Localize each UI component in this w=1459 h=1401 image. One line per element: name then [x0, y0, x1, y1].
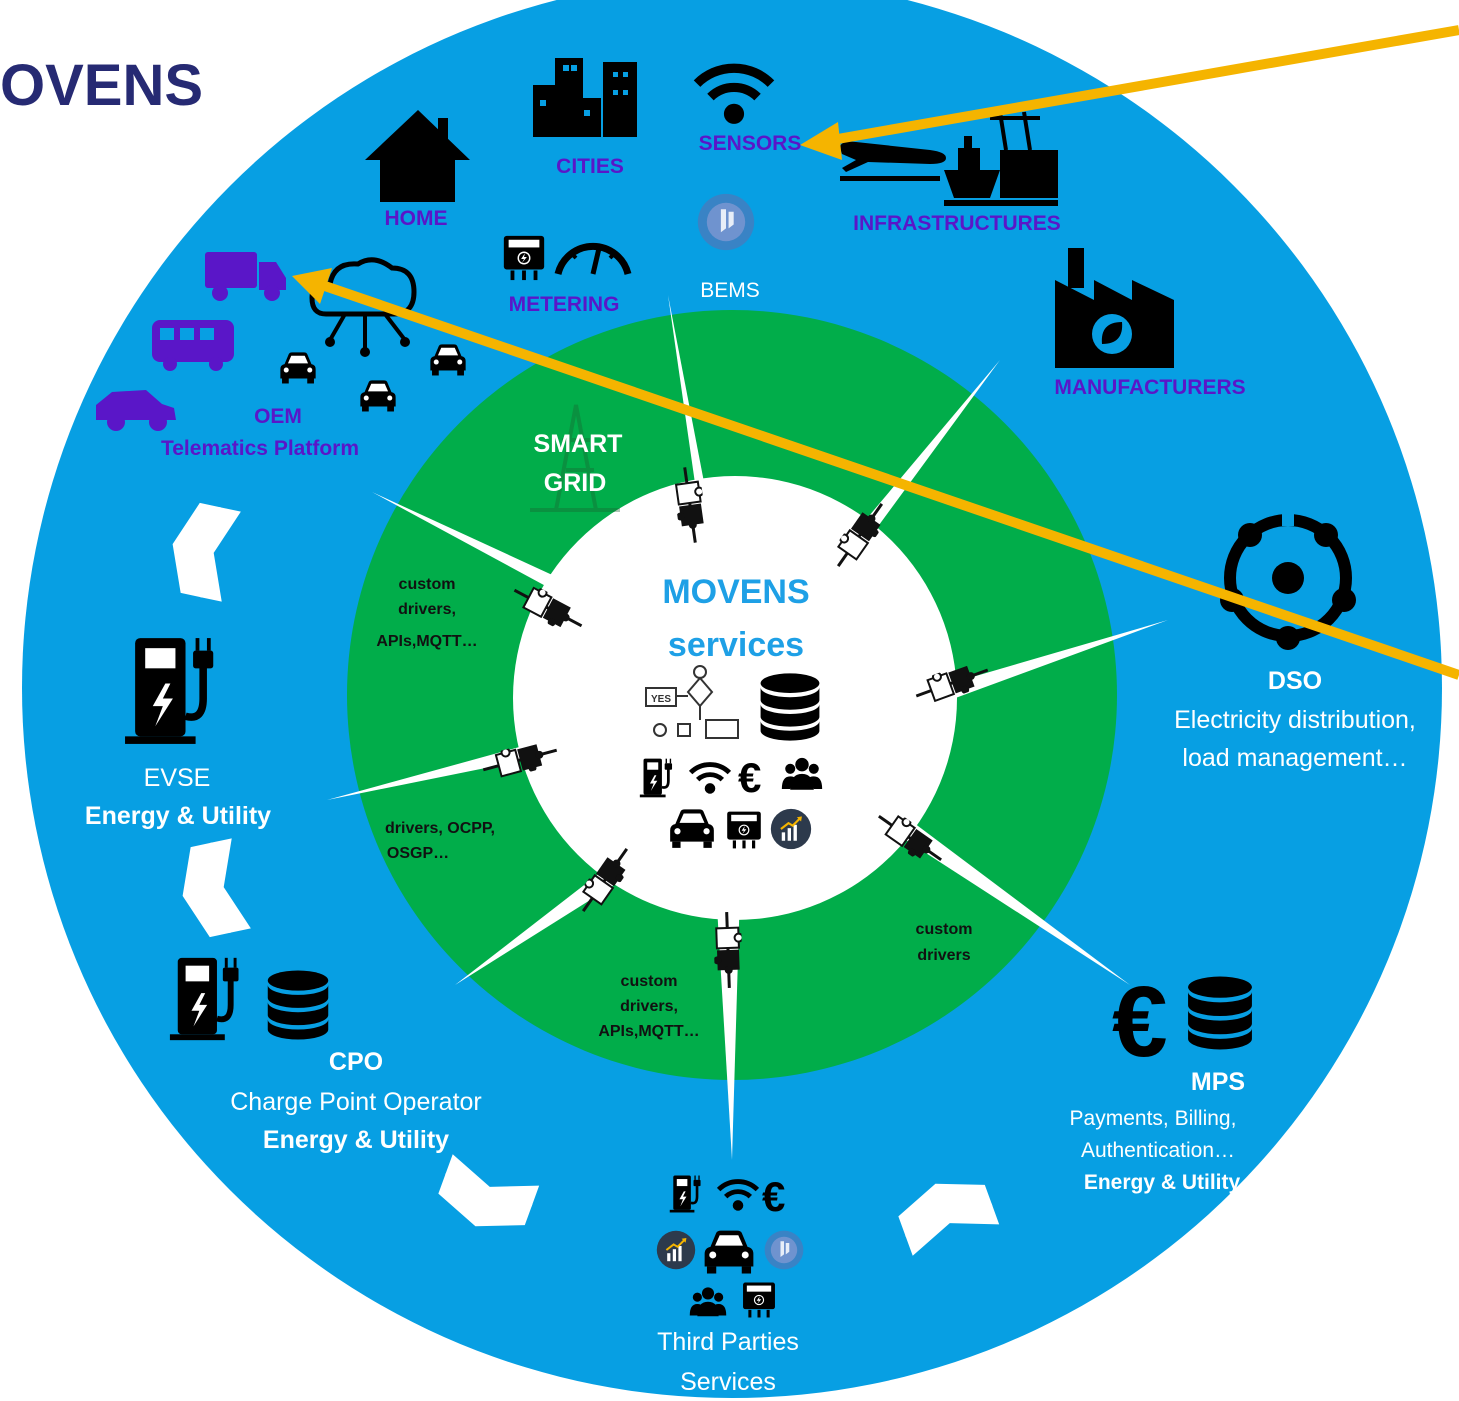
- evse-label: EVSE: [144, 764, 211, 792]
- arrowhead-icon: [800, 122, 842, 160]
- car-icon: [96, 390, 176, 431]
- analytics-icon: [656, 1230, 696, 1270]
- connector-note-upper-left-1: custom: [399, 576, 456, 593]
- sensors-label: SENSORS: [699, 132, 802, 155]
- core-title: MOVENS: [662, 573, 809, 611]
- infrastructures-label: INFRASTRUCTURES: [853, 212, 1061, 235]
- flowchart-icon: YES: [645, 665, 739, 739]
- bems-icon: [764, 1230, 804, 1270]
- evse-sector: Energy & Utility: [85, 802, 271, 830]
- bems-label: BEMS: [700, 279, 760, 302]
- highlight-arrow-sensors: [831, 25, 1459, 145]
- cities-label: CITIES: [556, 155, 624, 178]
- mps-desc-1: Payments, Billing,: [1070, 1107, 1237, 1130]
- third-parties-label-1: Third Parties: [657, 1328, 799, 1356]
- spoke-right: [945, 620, 1168, 700]
- factory-leaf-icon: [1055, 248, 1174, 368]
- highlight-arrows: [292, 25, 1459, 680]
- cpo-fullname: Charge Point Operator: [230, 1088, 482, 1116]
- spoke-top: [668, 295, 718, 560]
- airplane-icon: [840, 141, 946, 181]
- cpo-label: CPO: [329, 1048, 383, 1076]
- arrowhead-icon: [292, 268, 332, 304]
- cpo-sector: Energy & Utility: [263, 1126, 449, 1154]
- dso-label: DSO: [1268, 667, 1322, 695]
- gauge-icon: [554, 242, 632, 275]
- truck-icon: [205, 252, 286, 301]
- movens-core-circle: [513, 476, 957, 920]
- connector-note-bottom-2: drivers,: [620, 998, 678, 1015]
- dso-desc-2: load management…: [1182, 744, 1407, 772]
- movens-logo: OVENS: [0, 53, 203, 118]
- home-label: HOME: [385, 207, 448, 230]
- mps-desc-2: Authentication…: [1081, 1139, 1235, 1162]
- analytics-icon: [769, 808, 813, 850]
- connector-note-left-2: OSGP…: [387, 845, 449, 862]
- connector-note-bottom-1: custom: [621, 973, 678, 990]
- highlight-arrow-truck: [320, 280, 1459, 680]
- cities-icon: [533, 58, 637, 137]
- mps-sector: Energy & Utility: [1084, 1171, 1241, 1194]
- ship-port-icon: [944, 111, 1058, 206]
- connector-note-left-1: drivers, OCPP,: [385, 820, 495, 837]
- core-subtitle: services: [668, 626, 804, 664]
- bus-icon: [152, 320, 234, 371]
- spoke-upper-left: [372, 492, 598, 610]
- third-parties-label-2: Services: [680, 1368, 776, 1396]
- mps-label: MPS: [1191, 1068, 1245, 1096]
- spoke-lower-right: [898, 820, 1130, 985]
- home-icon: [365, 110, 470, 202]
- spoke-left: [327, 740, 550, 800]
- connector-note-bottom-3: APIs,MQTT…: [598, 1023, 699, 1040]
- bems-icon: [697, 193, 755, 251]
- telematics-label: Telematics Platform: [161, 437, 359, 460]
- pylon-icon: [530, 404, 620, 512]
- smart-grid-label-2: GRID: [544, 469, 607, 497]
- connector-note-upper-left-3: APIs,MQTT…: [376, 633, 477, 650]
- svg-text:YES: YES: [651, 694, 671, 705]
- oem-label: OEM: [254, 405, 302, 428]
- connector-note-lower-right-1: custom: [916, 921, 973, 938]
- euro-icon: €: [1112, 966, 1168, 1078]
- smart-grid-label-1: SMART: [534, 430, 623, 458]
- dso-desc-1: Electricity distribution,: [1174, 706, 1416, 734]
- spoke-lower-left: [455, 865, 622, 985]
- euro-icon: €: [738, 754, 761, 801]
- euro-icon: €: [762, 1173, 785, 1220]
- cloud-network-icon: [309, 257, 417, 357]
- manufacturers-label: MANUFACTURERS: [1054, 376, 1245, 399]
- connector-note-lower-right-2: drivers: [917, 947, 970, 964]
- connector-note-upper-left-2: drivers,: [398, 601, 456, 618]
- metering-label: METERING: [509, 293, 620, 316]
